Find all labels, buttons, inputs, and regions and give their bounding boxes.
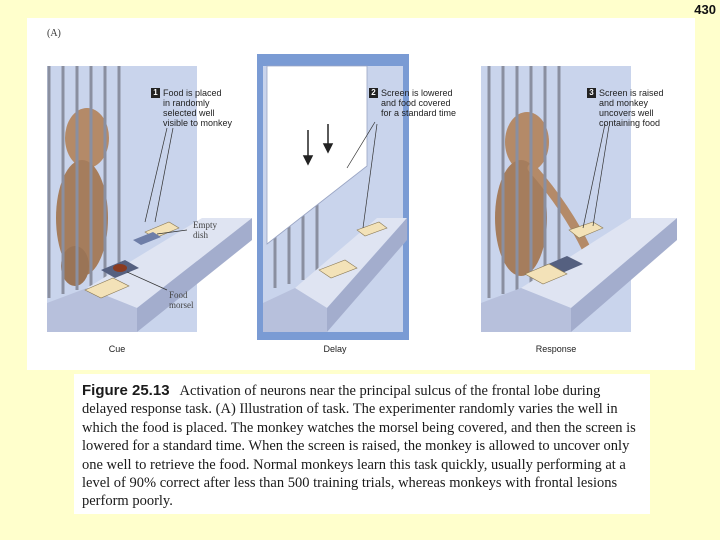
page-number: 430 <box>694 2 716 17</box>
callout-line: Screen is lowered <box>381 88 453 98</box>
callout-line: selected well <box>163 108 215 118</box>
callout-line: Screen is raised <box>599 88 664 98</box>
figure-panel: (A) <box>27 18 695 370</box>
callout-line: and food covered <box>381 98 451 108</box>
callout-number: 2 <box>369 88 378 98</box>
callout-number: 3 <box>587 88 596 98</box>
figure-number: Figure 25.13 <box>82 382 170 399</box>
task-illustration <box>27 18 695 370</box>
callout-line: containing food <box>599 118 660 128</box>
caption-text: Activation of neurons near the principal… <box>82 383 636 509</box>
callout-line: and monkey <box>599 98 648 108</box>
callout-line: visible to monkey <box>163 118 232 128</box>
callout-line: in randomly <box>163 98 210 108</box>
callout-line: Food is placed <box>163 88 222 98</box>
phase-label-response: Response <box>516 344 596 354</box>
phase-label-delay: Delay <box>295 344 375 354</box>
callout-line: uncovers well <box>599 108 654 118</box>
callout-number: 1 <box>151 88 160 98</box>
phase-label-cue: Cue <box>77 344 157 354</box>
callout-line: for a standard time <box>381 108 456 118</box>
